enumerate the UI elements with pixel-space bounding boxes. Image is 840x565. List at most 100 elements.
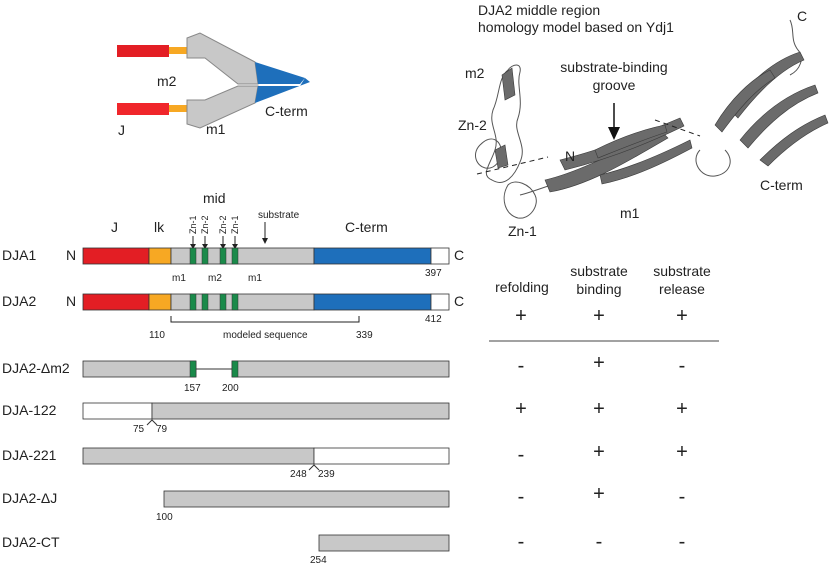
- dm2-left: [82, 360, 197, 378]
- modeled-bracket: [170, 316, 360, 323]
- construct-dja2-ct: DJA2-CT 254: [2, 534, 450, 565]
- schematic-mid-upper: [186, 32, 259, 85]
- domain-label-j: J: [111, 219, 118, 235]
- dja1-m1b: m1: [248, 273, 262, 284]
- model-label-c: C: [797, 8, 807, 24]
- schematic-j-bottom: [117, 103, 169, 115]
- dm2-pos-a: 157: [184, 383, 201, 394]
- substrate-arrowhead: [262, 238, 268, 244]
- dja1-m2: m2: [208, 273, 222, 284]
- ribbon-m2-strand-2: [494, 144, 509, 169]
- model-label-cterm: C-term: [760, 177, 803, 193]
- d221-pos-b: 239: [318, 469, 335, 480]
- zn-label-3: Zn-2: [218, 215, 228, 234]
- dm2-right: [231, 360, 450, 378]
- cell-ct-binding: -: [596, 531, 603, 553]
- schematic-linker-top: [169, 47, 187, 54]
- dm2-zn-b: [231, 360, 239, 378]
- model-label-n: N: [565, 148, 575, 164]
- cell-d221-release: +: [676, 441, 688, 463]
- dja2-end: 412: [425, 314, 442, 325]
- schematic-label-j: J: [118, 122, 125, 138]
- dj-name: DJA2-ΔJ: [2, 490, 57, 506]
- dm2-zn-a: [189, 360, 197, 378]
- domain-schematic: m2 J m1 C-term: [117, 32, 310, 138]
- dja2-name: DJA2: [2, 293, 36, 309]
- d122-grey: [151, 402, 450, 420]
- model-label-groove-line1: substrate-binding: [560, 59, 667, 75]
- dja1-tail: [430, 247, 450, 265]
- dja1-c: C: [454, 247, 464, 263]
- cell-d221-binding: +: [593, 441, 605, 463]
- d122-pos-b: 79: [156, 424, 168, 435]
- dja1-zn-1: [189, 247, 197, 265]
- model-title-line2: homology model based on Ydj1: [478, 19, 674, 35]
- cell-dj-binding: +: [593, 483, 605, 505]
- d221-name: DJA-221: [2, 447, 57, 463]
- ribbon-cterm-loop: [695, 149, 731, 177]
- cell-dm2-binding: +: [593, 352, 605, 374]
- ct-grey: [318, 534, 450, 552]
- d221-pos-a: 248: [290, 469, 307, 480]
- dja2-n: N: [66, 293, 76, 309]
- d122-white: [82, 402, 153, 420]
- dja1-zn-2: [201, 247, 209, 265]
- model-title-line1: DJA2 middle region: [478, 2, 600, 18]
- cell-dm2-release: -: [679, 355, 686, 377]
- modeled-label: modeled sequence: [223, 330, 308, 341]
- dja2-j-domain: [82, 293, 150, 311]
- construct-dja2: DJA2 N C 412 110 modeled sequence 339: [2, 293, 464, 341]
- ct-pos-a: 254: [310, 555, 327, 565]
- header-binding-2: binding: [576, 281, 621, 297]
- modeled-end: 339: [356, 330, 373, 341]
- domain-label-cterm: C-term: [345, 219, 388, 235]
- groove-arrow-head: [608, 127, 620, 140]
- zn-arrowhead-4: [232, 244, 238, 249]
- dja2-zn-1: [189, 293, 197, 311]
- construct-dja-221: DJA-221 248 239: [2, 447, 450, 480]
- dja2-cterm-domain: [313, 293, 432, 311]
- cell-ct-refolding: -: [518, 531, 525, 553]
- cell-dj-refolding: -: [518, 486, 525, 508]
- domain-labels: J lk mid C-term Zn-1 Zn-2 Zn-2 Zn-1 subs…: [111, 190, 388, 249]
- d122-junction: [146, 419, 158, 426]
- dja1-cterm-domain: [313, 247, 432, 265]
- header-binding-1: substrate: [570, 263, 628, 279]
- dja2-c: C: [454, 293, 464, 309]
- dja2-zn-4: [231, 293, 239, 311]
- zn-arrowhead-1: [190, 244, 196, 249]
- model-label-groove-line2: groove: [593, 77, 636, 93]
- ribbon-zn1-coil: [503, 181, 537, 219]
- ribbon-boundary-right: [654, 119, 701, 137]
- dja2-lk-domain: [148, 293, 172, 311]
- cell-d221-refolding: -: [518, 444, 525, 466]
- d122-pos-a: 75: [133, 424, 145, 435]
- ribbon-sheets: [494, 51, 829, 193]
- dja1-zn-4: [231, 247, 239, 265]
- modeled-start: 110: [149, 330, 165, 341]
- dja1-name: DJA1: [2, 247, 36, 263]
- schematic-linker-bottom: [169, 105, 187, 112]
- homology-model: DJA2 middle region homology model based …: [458, 2, 829, 239]
- ribbon-structure: [475, 19, 802, 219]
- construct-dja1: DJA1 N C 397 m1 m2 m1: [2, 247, 464, 284]
- zn-label-1: Zn-1: [188, 215, 198, 234]
- schematic-cterm-lower: [255, 78, 310, 103]
- ribbon-cterm-strand-2: [739, 84, 819, 149]
- d221-grey: [82, 447, 315, 465]
- dja2-zn-2: [201, 293, 209, 311]
- zn-label-4: Zn-1: [230, 215, 240, 234]
- domain-label-mid: mid: [203, 190, 226, 206]
- cell-ct-release: -: [679, 531, 686, 553]
- cell-dj-release: -: [679, 486, 686, 508]
- ribbon-groove-strand: [594, 124, 668, 159]
- dja1-n: N: [66, 247, 76, 263]
- ct-name: DJA2-CT: [2, 534, 60, 550]
- substrate-label: substrate: [258, 210, 300, 221]
- construct-dja2-dj: DJA2-ΔJ 100: [2, 490, 450, 523]
- cell-dja2-refolding: +: [515, 305, 527, 327]
- schematic-label-m1: m1: [206, 121, 226, 137]
- dja1-j-domain: [82, 247, 150, 265]
- schematic-label-cterm: C-term: [265, 103, 308, 119]
- schematic-cterm-upper: [255, 62, 305, 84]
